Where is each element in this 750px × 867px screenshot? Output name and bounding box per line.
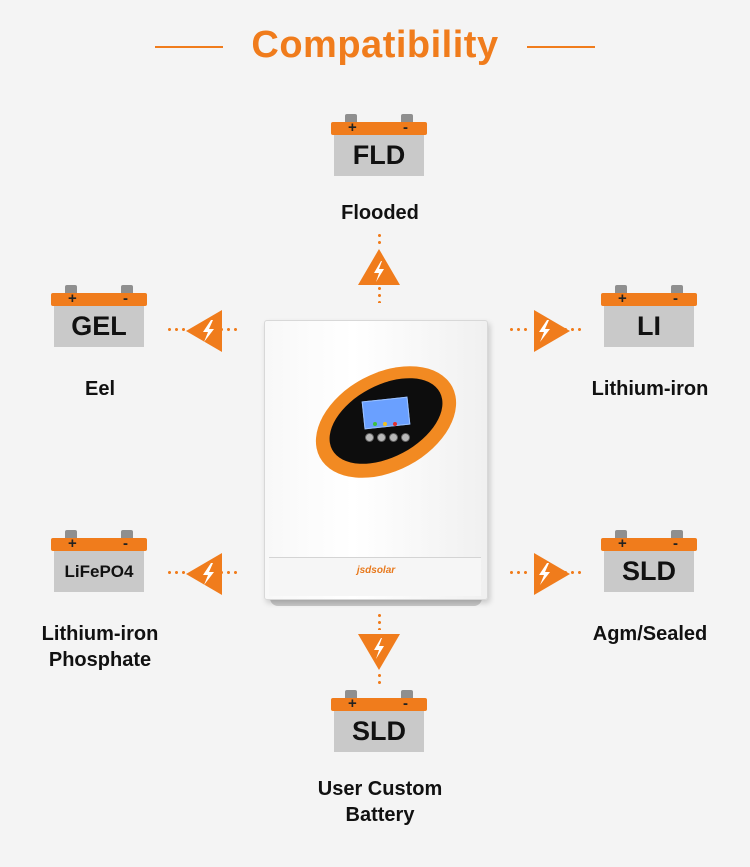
inverter-housing: jsdsolar bbox=[264, 320, 488, 600]
battery-label-gel: Eel bbox=[84, 378, 116, 400]
battery-code: SLD bbox=[604, 551, 694, 592]
lightning-arrow-icon-left bbox=[186, 553, 222, 595]
lightning-arrow-icon-right bbox=[534, 553, 570, 595]
connector-dots bbox=[166, 571, 186, 574]
battery-label-custom: User Custom Battery bbox=[317, 778, 443, 826]
battery-code: LI bbox=[604, 306, 694, 347]
battery-label-li: Lithium-iron bbox=[591, 378, 709, 400]
brand-logo: jsdsolar bbox=[356, 565, 396, 576]
battery-label-sld: Agm/Sealed bbox=[592, 623, 708, 645]
battery-code: FLD bbox=[334, 135, 424, 176]
battery-icon-sld: +- SLD bbox=[601, 530, 697, 592]
battery-icon-li: +- LI bbox=[601, 285, 697, 347]
connector-dots bbox=[218, 328, 240, 331]
connector-dots bbox=[562, 571, 582, 574]
connector-dots bbox=[378, 232, 381, 246]
lightning-arrow-icon-left bbox=[186, 310, 222, 352]
battery-code: LiFePO4 bbox=[54, 551, 144, 592]
lightning-arrow-icon-right bbox=[534, 310, 570, 352]
lightning-arrow-icon-down bbox=[358, 634, 400, 670]
connector-dots bbox=[218, 571, 240, 574]
connector-dots bbox=[508, 328, 530, 331]
inverter-bottom-panel bbox=[269, 557, 481, 596]
panel-button bbox=[401, 433, 410, 442]
connector-dots bbox=[166, 328, 186, 331]
lightning-arrow-icon-up bbox=[358, 249, 400, 285]
connector-dots bbox=[378, 672, 381, 686]
panel-button bbox=[377, 433, 386, 442]
battery-code: SLD bbox=[334, 711, 424, 752]
battery-icon-flooded: +- FLD bbox=[331, 114, 427, 176]
title-area: Compatibility bbox=[0, 22, 750, 72]
title-divider-left bbox=[155, 46, 223, 48]
title-divider-right bbox=[527, 46, 595, 48]
page-title: Compatibility bbox=[251, 24, 499, 66]
battery-label-lifepo4: Lithium-iron Phosphate bbox=[41, 623, 159, 671]
connector-dots bbox=[508, 571, 530, 574]
inverter-control-panel bbox=[296, 343, 476, 501]
connector-dots bbox=[378, 612, 381, 630]
battery-icon-lifepo4: +- LiFePO4 bbox=[51, 530, 147, 592]
battery-label-flooded: Flooded bbox=[341, 202, 419, 224]
battery-icon-custom: +- SLD bbox=[331, 690, 427, 752]
connector-dots bbox=[562, 328, 582, 331]
battery-icon-gel: +- GEL bbox=[51, 285, 147, 347]
panel-button bbox=[389, 433, 398, 442]
inverter-image: jsdsolar bbox=[264, 320, 488, 606]
panel-button bbox=[365, 433, 374, 442]
connector-dots bbox=[378, 285, 381, 303]
battery-code: GEL bbox=[54, 306, 144, 347]
